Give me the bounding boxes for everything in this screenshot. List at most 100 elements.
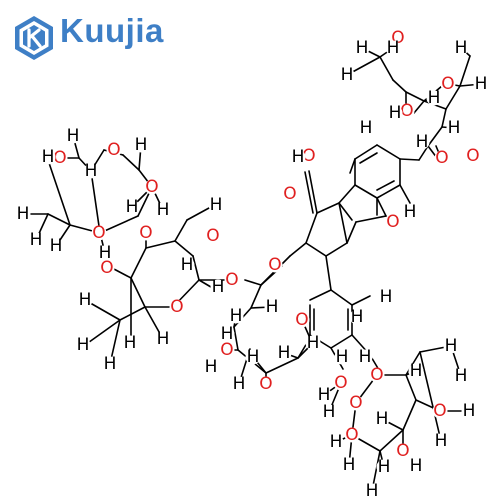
atom-backdrop	[75, 337, 91, 353]
atom-backdrop	[385, 40, 401, 56]
hydrogen-atom-label: H	[387, 38, 400, 58]
hydrogen-atom-label: H	[336, 347, 349, 367]
atom-backdrop	[224, 272, 240, 288]
atom-backdrop	[434, 150, 450, 166]
atom-backdrop	[106, 142, 122, 158]
atom-backdrop	[99, 260, 115, 276]
bond-line	[309, 289, 332, 301]
oxygen-atom-label: O	[145, 177, 158, 197]
atom-backdrop	[245, 349, 261, 365]
atom-backdrop	[432, 403, 448, 419]
hydrogen-atom-label: H	[475, 74, 488, 94]
atom-backdrop	[443, 338, 459, 354]
bond-line	[376, 180, 395, 191]
bond-line	[405, 91, 425, 102]
atom-backdrop	[208, 197, 224, 213]
bond-line	[304, 171, 314, 214]
hydrogen-atom-label: H	[205, 357, 218, 377]
atom-backdrop	[40, 149, 56, 165]
hydrogen-atom-label: H	[266, 297, 279, 317]
brand-logo	[10, 14, 58, 62]
hydrogen-atom-label: H	[181, 255, 194, 275]
oxygen-atom-label: O	[466, 146, 479, 166]
hydrogen-atom-label: H	[463, 401, 476, 421]
bond-line	[379, 56, 394, 81]
hydrogen-atom-label: H	[410, 456, 423, 476]
bond-line	[445, 85, 461, 110]
hydrogen-atom-label: H	[455, 38, 468, 58]
bond-line	[405, 351, 421, 376]
bond-line	[351, 295, 371, 306]
bond-line	[186, 207, 210, 221]
atom-backdrop	[453, 40, 469, 56]
atom-backdrop	[290, 149, 306, 165]
atom-backdrop	[97, 245, 113, 261]
hydrogen-atom-label: H	[448, 118, 461, 138]
hydrogen-atom-label: H	[330, 432, 343, 452]
hydrogen-atom-label: H	[435, 431, 448, 451]
atom-backdrop	[305, 335, 321, 351]
oxygen-atom-label: O	[295, 310, 308, 330]
bond-line	[130, 247, 147, 279]
atom-backdrop	[124, 199, 140, 215]
hydrogen-atom-label: H	[416, 132, 429, 152]
bond-line	[174, 219, 188, 242]
hydrogen-atom-label: H	[455, 366, 468, 386]
hydrogen-atom-label: H	[104, 354, 117, 374]
oxygen-atom-label: O	[435, 148, 448, 168]
hydrogen-atom-label: H	[360, 118, 373, 138]
hydrogen-atom-label: H	[278, 343, 291, 363]
atom-backdrop	[376, 459, 392, 475]
atom-backdrop	[473, 76, 489, 92]
atom-backdrop	[369, 367, 385, 383]
bond-line	[402, 399, 417, 431]
hydrogen-atom-label: H	[428, 88, 441, 108]
bond-line	[244, 279, 262, 286]
atom-backdrop	[446, 120, 462, 136]
atom-backdrop	[77, 292, 93, 308]
atom-backdrop	[408, 363, 424, 379]
atom-backdrop	[341, 457, 357, 473]
hydrogen-atom-label: H	[380, 287, 393, 307]
bond-line	[84, 319, 121, 346]
hydrogen-atom-label: H	[341, 65, 354, 85]
atom-backdrop	[267, 257, 283, 273]
bond-line	[289, 242, 307, 257]
bond-line	[376, 144, 401, 160]
bond-line	[419, 351, 442, 442]
oxygen-atom-label: O	[225, 270, 238, 290]
bond-line	[376, 184, 401, 199]
atom-backdrop	[228, 308, 244, 324]
hydrogen-atom-label: H	[323, 402, 336, 422]
atom-backdrop	[387, 105, 403, 121]
bond-line	[174, 240, 194, 257]
hydrogen-atom-label: H	[50, 236, 63, 256]
bond-line	[405, 374, 417, 401]
hydrogen-atom-label: H	[17, 204, 30, 224]
oxygen-atom-label: O	[107, 140, 120, 160]
atom-backdrop	[465, 148, 481, 164]
atom-backdrop	[219, 342, 235, 358]
atom-backdrop	[102, 356, 118, 372]
atom-backdrop	[374, 411, 390, 427]
brand-name[interactable]: Kuujia	[60, 12, 164, 49]
atom-backdrop	[358, 120, 374, 136]
bond-line	[99, 215, 139, 234]
hydrogen-atom-label: H	[42, 147, 55, 167]
atom-backdrop	[328, 434, 344, 450]
hydrogen-atom-label: H	[247, 347, 260, 367]
bond-line	[111, 267, 132, 279]
atom-backdrop	[461, 403, 477, 419]
hydrogen-atom-label: H	[99, 243, 112, 263]
oxygen-atom-label: O	[283, 184, 296, 204]
atom-backdrop	[395, 443, 411, 459]
oxygen-atom-label: O	[53, 148, 66, 168]
bond-line	[418, 145, 429, 161]
hydrogen-atom-label: H	[410, 361, 423, 381]
atom-backdrop	[219, 326, 235, 342]
bond-line	[305, 212, 318, 244]
hydrogen-atom-label: H	[221, 324, 234, 344]
atom-backdrop	[15, 206, 31, 222]
bond-line	[122, 154, 140, 171]
bond-line	[325, 242, 348, 257]
